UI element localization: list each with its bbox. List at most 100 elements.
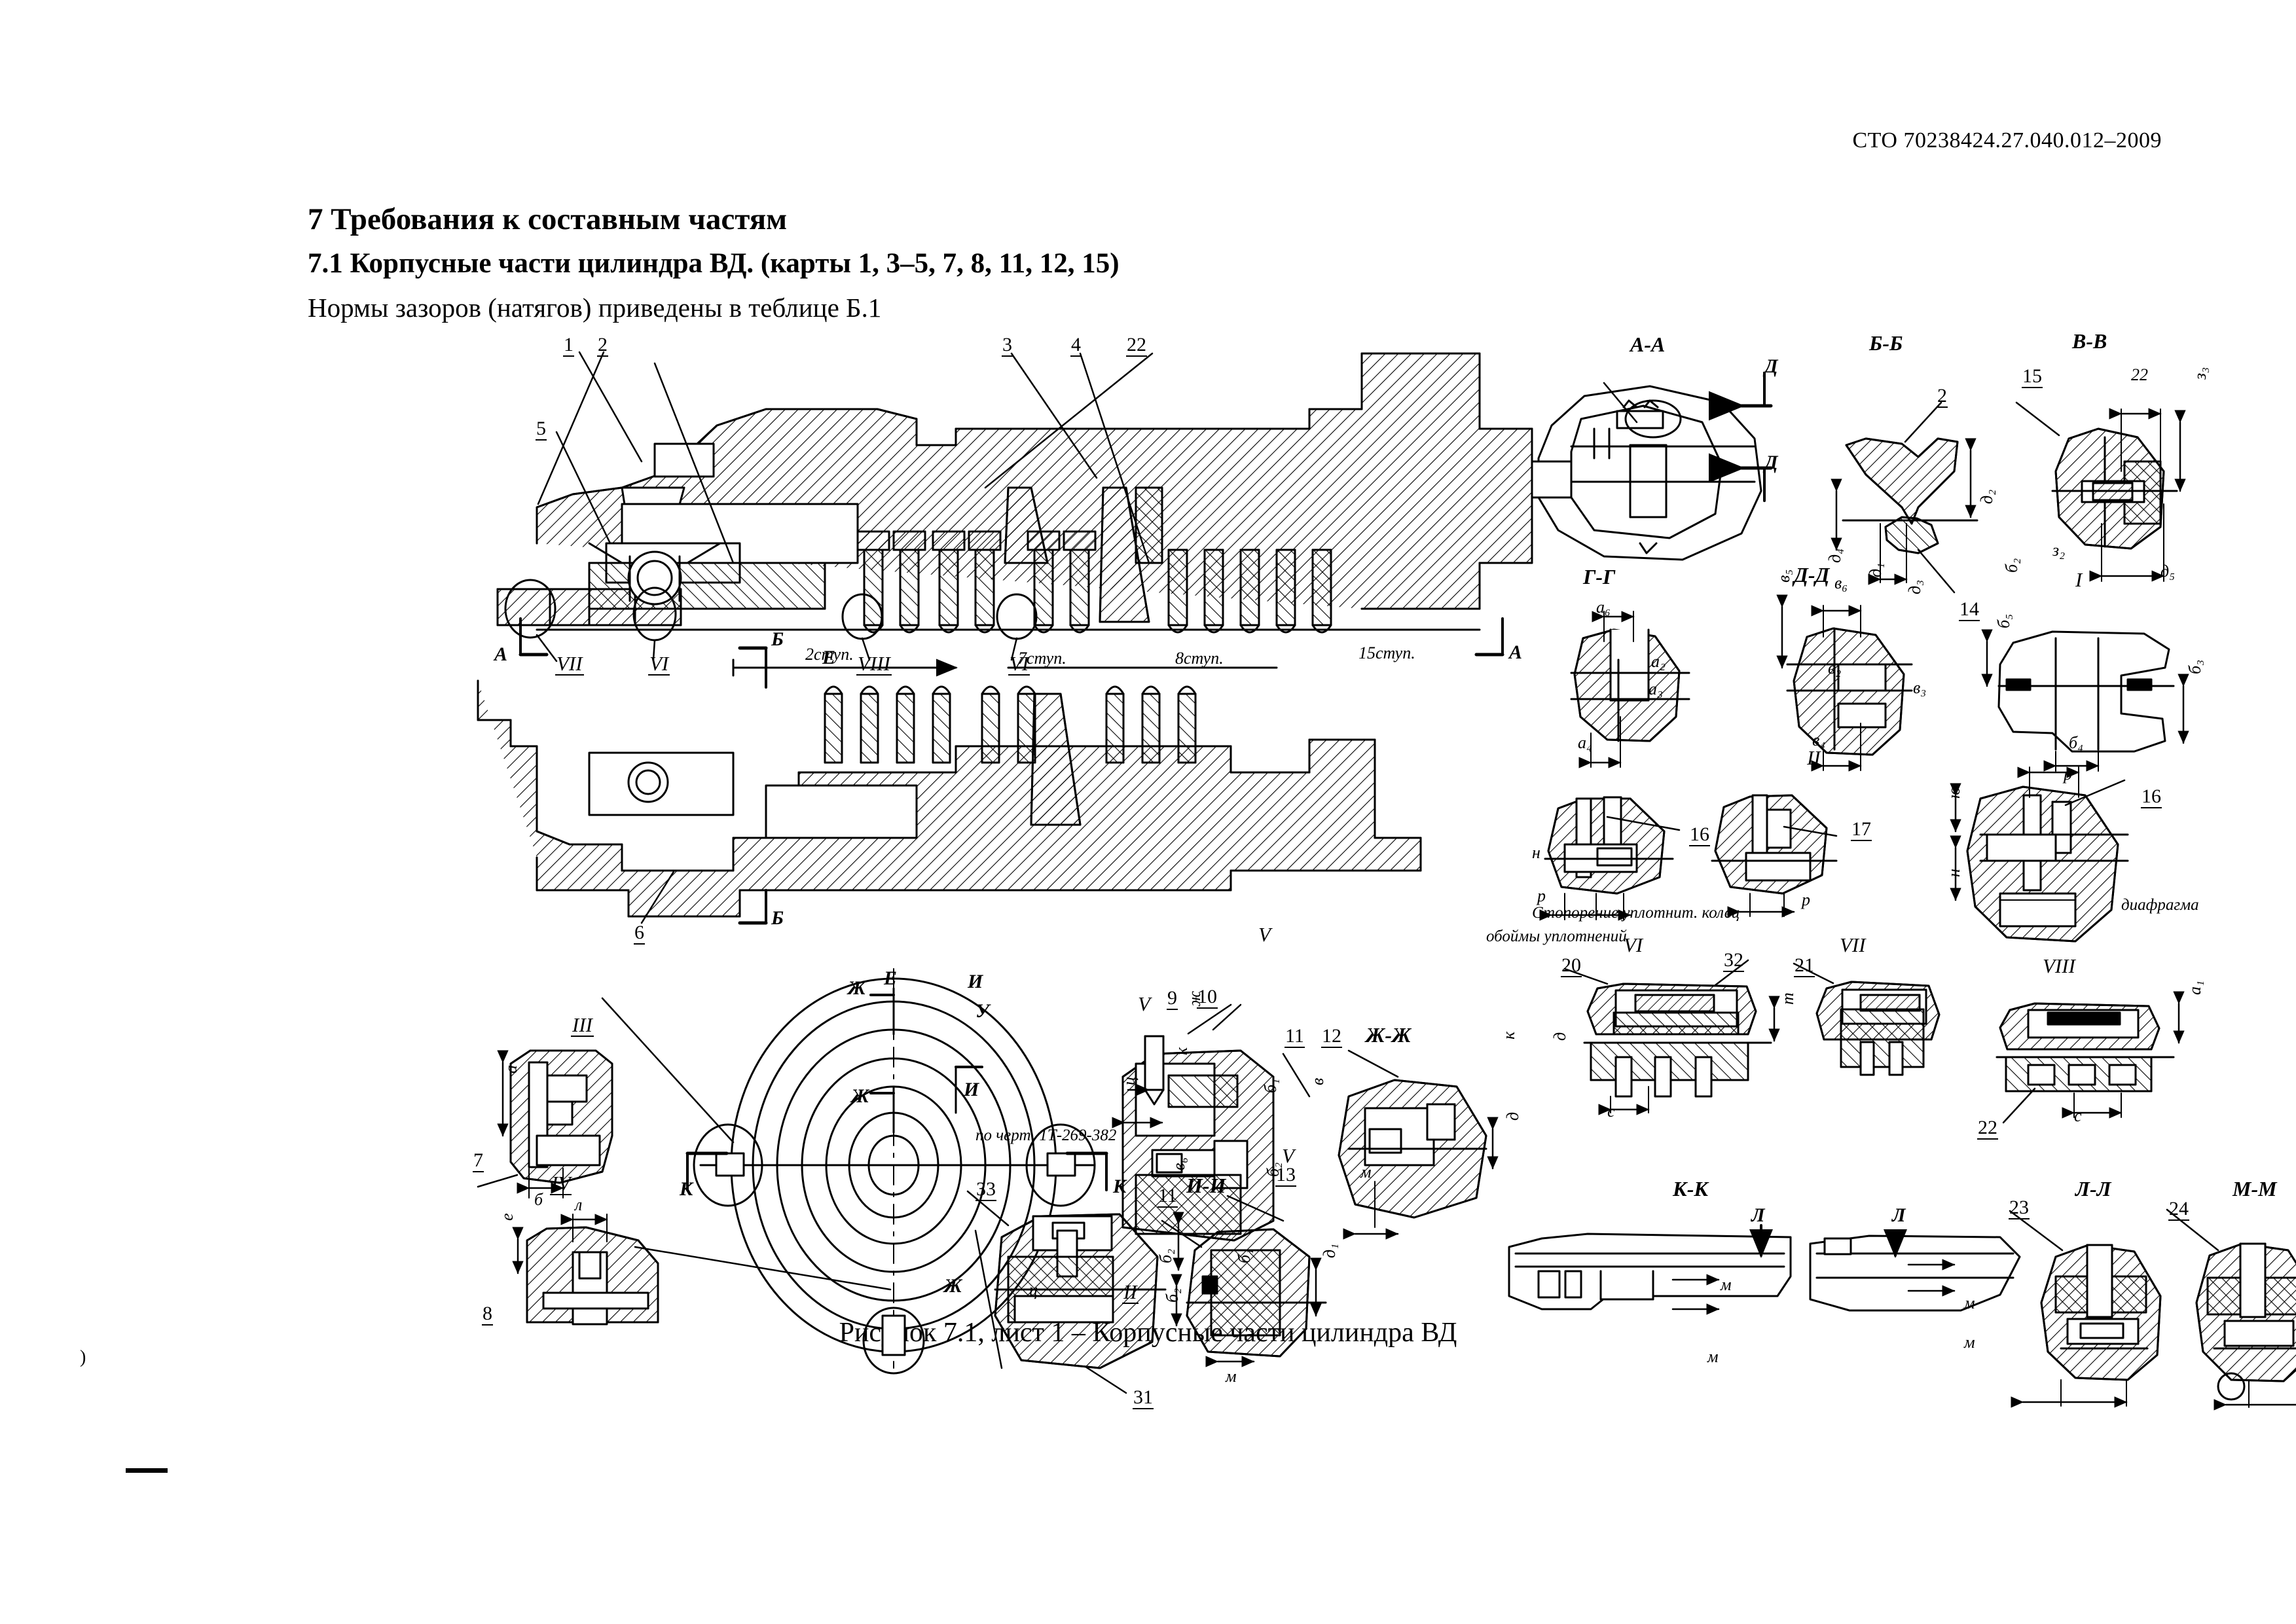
dim-zh-V: ж [1185,990,1204,1007]
part-number-9: 9 [1167,987,1178,1010]
dim-m-ZhZh: м [1360,1163,1372,1182]
dim-a4: а₄ [1578,733,1593,752]
part-number-13: 13 [1275,1164,1296,1187]
cut-marker-E: Е [822,647,836,668]
dim-v3: в₃ [1913,678,1927,697]
dim-m-KK-4: м [1964,1333,1975,1352]
part-number-20: 20 [1561,954,1582,977]
dim-m-KK-3: м [1964,1293,1975,1312]
cut-marker-B-bottom: Б [771,907,784,929]
dim-ch-viii: н [1944,869,1963,877]
cut-marker-E-circle: Е [884,967,898,989]
section-title-BB: Б-Б [1869,331,1903,355]
dim-a6: а₆ [1596,598,1611,617]
section-title-II-sec: И-И [1186,1174,1226,1197]
dim-d2: д₁ [1866,562,1885,577]
part-number-31: 32 [1723,949,1744,972]
note-stage-15: 15ступ. [1358,643,1415,662]
dim-b1-V: б₂ [1264,1162,1283,1177]
detail-title-VII: VII [1840,933,1866,956]
dim-k-V: к [1172,1047,1191,1055]
dim-z4: з₃ [2191,367,2210,380]
part-number-8: 8 [482,1303,493,1326]
dim-v6: в₆ [1834,573,1848,592]
part-number-11-b: 11 [1157,1185,1178,1208]
detail-title-III: III [571,1013,594,1037]
dim-b3: б₃ [2185,659,2204,674]
dim-v6-33: в₆ [1169,1157,1188,1170]
part-number-11-a: 11 [1285,1025,1305,1048]
part-number-16-a: 16 [1689,823,1710,846]
section-title-AA: А-А [1630,333,1666,356]
part-number-24: 24 [2168,1198,2189,1221]
note-stage-7: 7ступ. [1018,649,1066,668]
dim-d4: д₃ [1905,579,1924,594]
dim-n-17: р [1802,890,1810,909]
part-number-33: 33 [975,1178,996,1201]
detail-marker-V-main: V [1258,923,1271,946]
dim-a1-V: б₁ [1261,1078,1280,1093]
dim-m-KK-2: м [1707,1347,1719,1366]
dim-b4: б₄ [2069,733,2084,752]
cut-marker-Zh-inner: Ж [851,1085,869,1107]
note-seal-housings: обоймы уплотнений [1486,928,1627,945]
part-number-25: 22 [1126,334,1147,357]
dim-ts-V: ц [1120,1077,1139,1085]
dim-d5: д₄ [1825,548,1844,563]
note-stage-8: 8ступ. [1175,649,1224,668]
dim-z5: 22 [2131,365,2148,384]
part-number-22: 22 [1977,1117,1998,1140]
dim-ch-16: н [1532,843,1540,862]
cut-marker-K-left: К [680,1178,693,1200]
scan-artifact-bar [126,1468,168,1473]
dim-v2: в₂ [1828,659,1842,677]
cut-marker-A-left: А [494,643,508,665]
part-number-23: 23 [2009,1197,2030,1219]
part-number-1: 1 [563,334,574,357]
dim-k-ZhZh: к [1499,1031,1518,1039]
section-title-LL: Л-Л [2075,1177,2111,1200]
part-number-10: 10 [1197,986,1218,1009]
document-standard-code: СТО 70238424.27.040.012–2009 [1852,128,2162,153]
dim-d1-II: д₁ [1320,1243,1339,1258]
note-drawing-ref: по черт. 1Т-269-382 [975,1127,1117,1144]
dim-d-ZhZh: д [1503,1111,1522,1121]
part-number-32: 31 [1133,1386,1154,1409]
drawing-vector-canvas [477,351,2296,1411]
part-number-12: 12 [1321,1025,1342,1048]
part-number-16-b: 16 [2141,785,2162,808]
dim-d3: д₂ [1977,489,1996,504]
detail-title-II: II [1807,746,1821,769]
dim-t-VI: т [1778,992,1797,1005]
section-title-GG: Г-Г [1583,565,1616,588]
cut-marker-I-inner: И [964,1079,979,1100]
cut-marker-A-right: А [1509,641,1523,663]
dim-n-viii: р [2064,765,2072,784]
detail-title-V-right: V [1282,1144,1294,1167]
dim-yu-VIII: а₁ [2185,980,2204,995]
detail-title-I: I [2075,568,2083,591]
dim-n-16: р [1537,886,1546,905]
subsection-heading: 7.1 Корпусные части цилиндра ВД. (карты … [308,248,1120,279]
cut-marker-K-right: К [1113,1176,1127,1197]
detail-marker-VI-main-2: VI [1008,652,1030,676]
part-number-15: 15 [2022,365,2043,388]
dim-marker-D-top: Д [1764,355,1778,377]
dim-b-III: б [534,1190,543,1209]
detail-title-VIII: VIII [2043,954,2075,977]
dim-e-IV: е [498,1213,517,1221]
cut-marker-L-KK-1: Л [1751,1204,1765,1226]
part-number-17: 17 [1851,818,1872,841]
technical-drawing-figure: 1 2 3 4 22 5 6 2ступ. 7ступ. 8ступ. 15ст… [458,331,2296,1411]
dim-c-VI: с [1607,1102,1615,1121]
dim-v-ZhZh: в [1308,1077,1327,1085]
note-seal-ring-lock: Стопорение уплотнит. колец [1532,904,1740,922]
dim-v4: в₄ [1812,731,1826,749]
dim-m-KK-1: м [1721,1275,1732,1294]
detail-marker-VII-main: VII [555,652,584,676]
section-title-DD: Д-Д [1794,563,1830,586]
detail-title-V-mid: V [1138,992,1150,1015]
part-number-2-BB: 2 [1937,385,1948,408]
cut-marker-Zh-outer: Ж [848,977,866,999]
part-number-14: 14 [1959,598,1980,621]
